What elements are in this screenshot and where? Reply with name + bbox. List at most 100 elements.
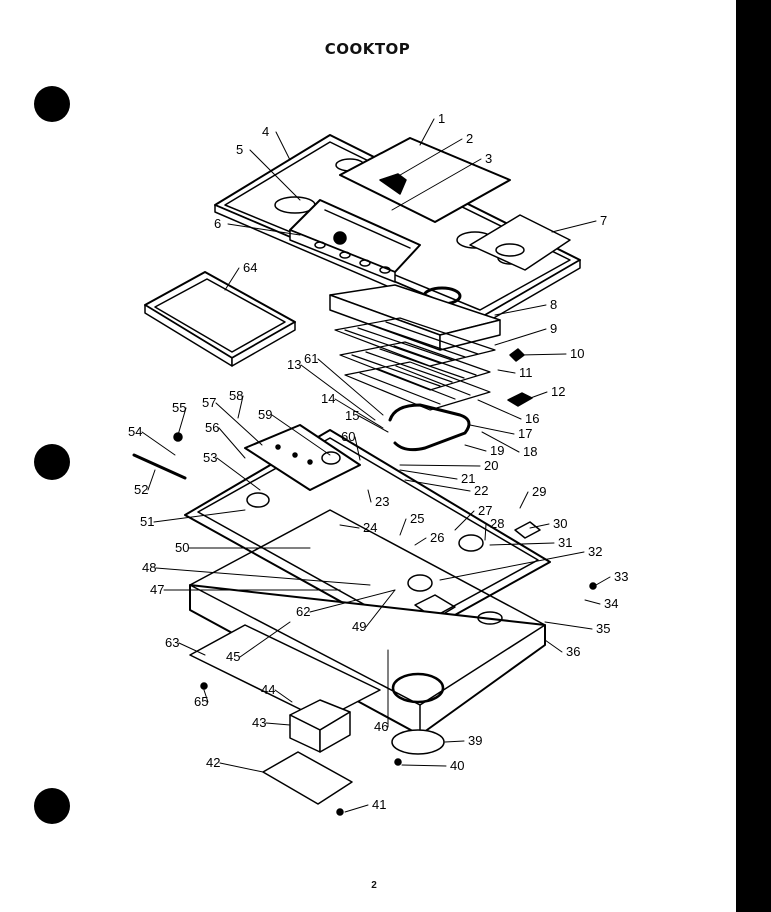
leader-line-28 [484,523,487,541]
part-callout-13: 13 [287,357,301,372]
leader-line-31 [489,542,555,546]
leader-line-11 [497,369,516,374]
leader-line-30 [529,523,550,529]
part-callout-5: 5 [236,142,243,157]
part-callout-18: 18 [523,444,537,459]
part-callout-25: 25 [410,511,424,526]
part-callout-4: 4 [262,124,269,139]
leader-lines [141,118,611,813]
part-callout-19: 19 [490,443,504,458]
leader-line-10 [519,353,567,356]
drip-bowl [391,729,445,755]
leader-line-39 [444,740,465,743]
leader-line-15 [358,415,389,433]
leader-line-5 [249,149,301,201]
part-callout-45: 45 [226,649,240,664]
leader-line-24 [339,524,360,529]
cooktop-housing [189,509,546,736]
grill-drip-pan [329,284,501,351]
leader-line-45 [239,621,291,658]
leader-line-27 [454,510,475,531]
part-callout-54: 54 [128,424,142,439]
wire-lead [132,453,187,480]
leader-line-18 [481,431,520,453]
leader-line-29 [519,491,529,509]
terminal-mounting-plate [262,751,353,805]
grill-rack [339,341,491,411]
part-callout-60: 60 [341,429,355,444]
control-panel [289,199,421,283]
part-callout-35: 35 [596,621,610,636]
terminal-block [289,699,351,753]
leader-line-65 [203,689,209,703]
leader-line-57 [215,402,263,446]
part-callout-29: 29 [532,484,546,499]
leader-line-36 [544,639,563,653]
leader-line-19 [464,444,487,452]
part-callout-7: 7 [600,213,607,228]
part-callout-41: 41 [372,797,386,812]
part-callout-33: 33 [614,569,628,584]
griddle-cover [339,137,511,223]
part-callout-40: 40 [450,758,464,773]
part-callout-51: 51 [140,514,154,529]
part-callout-44: 44 [261,682,275,697]
part-callout-15: 15 [345,408,359,423]
part-callout-3: 3 [485,151,492,166]
leader-line-12 [524,391,548,401]
burner-cap-right [458,534,484,552]
leader-line-58 [237,395,244,419]
screw-icon [200,682,208,690]
part-callout-57: 57 [202,395,216,410]
leader-line-21 [399,469,458,480]
part-callout-28: 28 [490,516,504,531]
part-callout-22: 22 [474,483,488,498]
screw-icon [589,582,597,590]
screw-icon [336,808,344,816]
control-bracket [244,424,361,491]
part-callout-61: 61 [304,351,318,366]
part-callout-42: 42 [206,755,220,770]
leader-line-33 [595,576,611,586]
part-callout-1: 1 [438,111,445,126]
part-callout-58: 58 [229,388,243,403]
leader-line-59 [271,414,331,456]
leader-line-63 [178,642,206,656]
part-callout-10: 10 [570,346,584,361]
part-callout-31: 31 [558,535,572,550]
part-callout-52: 52 [134,482,148,497]
part-callout-8: 8 [550,297,557,312]
part-callout-9: 9 [550,321,557,336]
leader-line-54 [141,431,176,456]
part-callout-20: 20 [484,458,498,473]
leader-line-56 [218,427,246,459]
leader-line-62 [309,589,396,613]
leader-line-49 [365,589,396,628]
screw-icon [173,432,183,442]
part-callout-23: 23 [375,494,389,509]
part-callout-17: 17 [518,426,532,441]
leader-line-20 [399,464,481,467]
grill-grate [334,317,496,367]
part-callout-50: 50 [175,540,189,555]
burner-cap-center [407,574,433,592]
part-callout-56: 56 [205,420,219,435]
leader-line-26 [414,537,427,546]
griddle-pan [144,271,296,367]
leader-line-4 [275,131,291,161]
part-callout-46: 46 [374,719,388,734]
leader-line-52 [147,469,156,491]
part-callout-21: 21 [461,471,475,486]
page-number: 2 [371,880,377,891]
leader-line-44 [274,689,293,703]
leader-line-3 [391,158,482,211]
part-callout-43: 43 [252,715,266,730]
leader-line-55 [177,407,187,436]
leader-line-8 [494,304,547,316]
part-callout-32: 32 [588,544,602,559]
part-callout-48: 48 [142,560,156,575]
leader-line-43 [265,722,291,726]
leader-line-53 [216,457,261,491]
